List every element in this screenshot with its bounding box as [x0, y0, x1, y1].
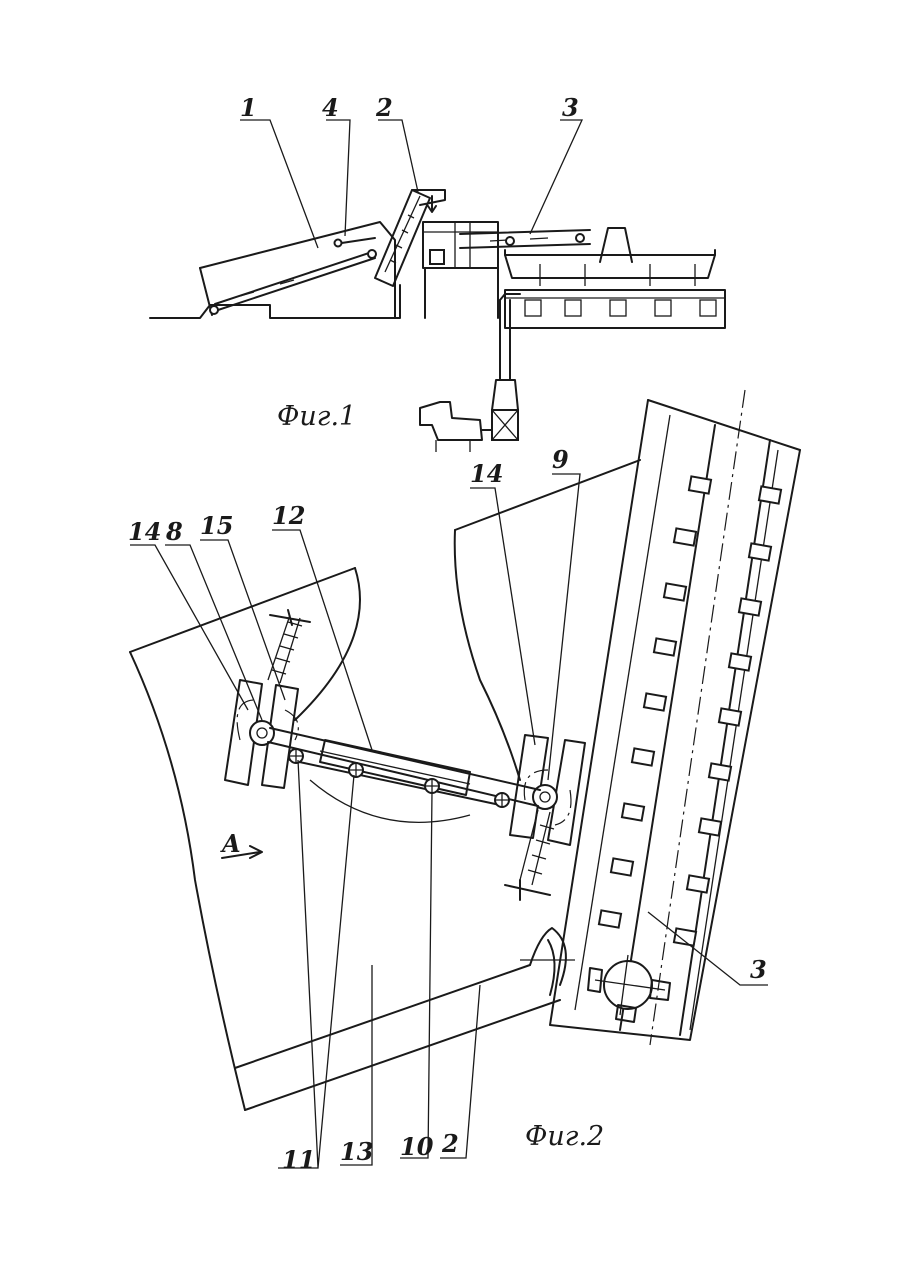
label-11: 11 — [282, 1145, 315, 1174]
view-arrow-a: A — [220, 829, 262, 858]
label-3: 3 — [562, 93, 579, 122]
label-1: 1 — [240, 93, 257, 122]
figure-1: 1 4 2 3 Фиг.1 — [150, 93, 725, 452]
gate-body-13 — [130, 568, 575, 1110]
label-2: 2 — [375, 93, 393, 122]
leader-2 — [378, 120, 418, 192]
upper-plate-curve — [455, 530, 520, 780]
leader-9 — [548, 474, 580, 780]
leader-13 — [340, 965, 372, 1165]
bucket-elevator-2 — [375, 190, 445, 286]
label-10: 10 — [400, 1132, 434, 1161]
figure-2: A 14 8 15 12 14 9 3 11 13 10 2 Фиг.2 — [128, 390, 800, 1174]
horizontal-conveyor-3 — [460, 230, 590, 248]
leader-4 — [326, 120, 350, 236]
label-4: 4 — [322, 93, 339, 122]
leader-12 — [272, 530, 372, 750]
leader-3 — [530, 120, 582, 234]
label-14-left: 14 — [128, 517, 161, 546]
inclined-conveyor-1 — [200, 222, 395, 318]
elevator-buckets — [599, 476, 781, 945]
figure-1-caption: Фиг.1 — [277, 401, 356, 432]
label-2-fig2: 2 — [441, 1129, 459, 1158]
leader-10 — [400, 792, 432, 1158]
label-12: 12 — [272, 501, 305, 530]
link-cylinder-12 — [268, 728, 540, 822]
label-8: 8 — [165, 517, 183, 546]
leader-1 — [240, 120, 318, 248]
label-14-right: 14 — [470, 459, 503, 488]
leader-14-right — [470, 488, 535, 745]
leader-15 — [200, 540, 285, 700]
view-label-a: A — [220, 829, 241, 858]
figure-2-caption: Фиг.2 — [525, 1121, 604, 1152]
label-9: 9 — [552, 445, 569, 474]
support-frame — [423, 222, 498, 318]
ground-line — [150, 285, 400, 318]
label-3-fig2: 3 — [750, 955, 767, 984]
label-13: 13 — [340, 1137, 373, 1166]
elevator-casing-3 — [550, 390, 800, 1045]
leader-14-left — [130, 545, 248, 710]
receiving-bin — [505, 228, 725, 328]
left-pivot — [250, 721, 274, 745]
leader-11 — [278, 760, 354, 1168]
label-15: 15 — [200, 511, 233, 540]
